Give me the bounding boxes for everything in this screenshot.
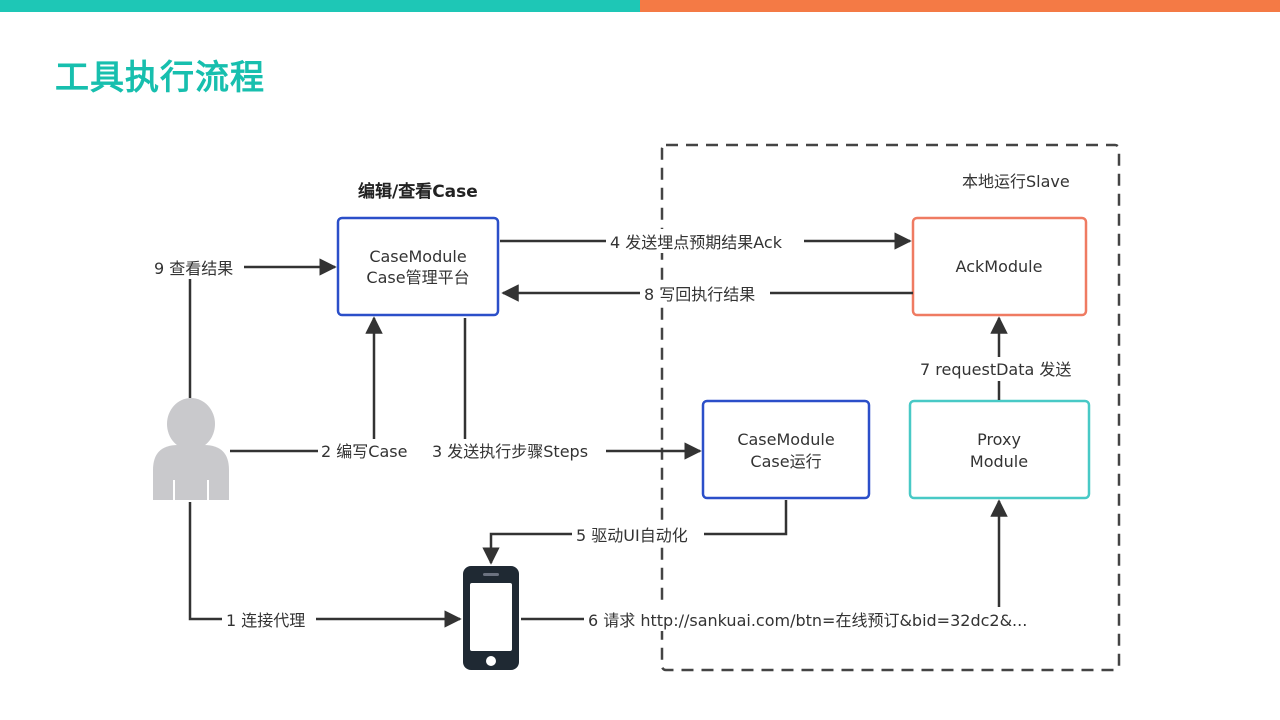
proxy-module-label-1: Proxy (977, 430, 1021, 449)
case-run-box (701, 399, 871, 500)
edge-5-label: 5 驱动UI自动化 (576, 526, 688, 545)
ack-module-label: AckModule (956, 257, 1043, 276)
proxy-module-box (908, 399, 1091, 500)
edge-4-send-ack (500, 229, 912, 253)
ack-module-box (911, 216, 1088, 317)
edge-7-label: 7 requestData 发送 (920, 360, 1071, 379)
case-platform-box (336, 216, 500, 317)
edge-7-request-data (916, 316, 1082, 400)
local-slave-region (660, 143, 1121, 672)
edge-8-label: 8 写回执行结果 (644, 285, 755, 304)
edge-6-label: 6 请求 http://sankuai.com/btn=在线预订&bid=32d… (588, 611, 1027, 630)
case-platform-label-1: CaseModule (369, 247, 466, 266)
phone-icon (463, 566, 519, 670)
edge-3-send-steps (428, 318, 702, 463)
top-accent-bar-teal (0, 0, 640, 12)
edge-5-drive-ui (482, 500, 788, 565)
edge-9-view-results (150, 255, 337, 398)
edge-4-label: 4 发送埋点预期结果Ack (610, 233, 783, 252)
edge-1-label: 1 连接代理 (226, 611, 305, 630)
local-slave-region-label: 本地运行Slave (962, 172, 1070, 191)
edge-6-request (521, 499, 1054, 631)
edit-view-case-label: 编辑/查看Case (358, 181, 478, 202)
proxy-module-label-2: Module (970, 452, 1028, 471)
edge-9-label: 9 查看结果 (154, 259, 233, 278)
case-run-label-1: CaseModule (737, 430, 834, 449)
edge-8-write-back-results (501, 281, 913, 305)
edge-1-connect-proxy (188, 502, 462, 631)
case-run-label-2: Case运行 (750, 452, 821, 471)
edge-2-label: 2 编写Case (321, 442, 407, 461)
user-icon (153, 398, 229, 500)
top-accent-bar-orange (640, 0, 1280, 12)
case-platform-label-2: Case管理平台 (366, 268, 469, 287)
edge-2-write-case (230, 316, 418, 463)
edge-3-label: 3 发送执行步骤Steps (432, 442, 588, 461)
page-title: 工具执行流程 (55, 58, 265, 98)
